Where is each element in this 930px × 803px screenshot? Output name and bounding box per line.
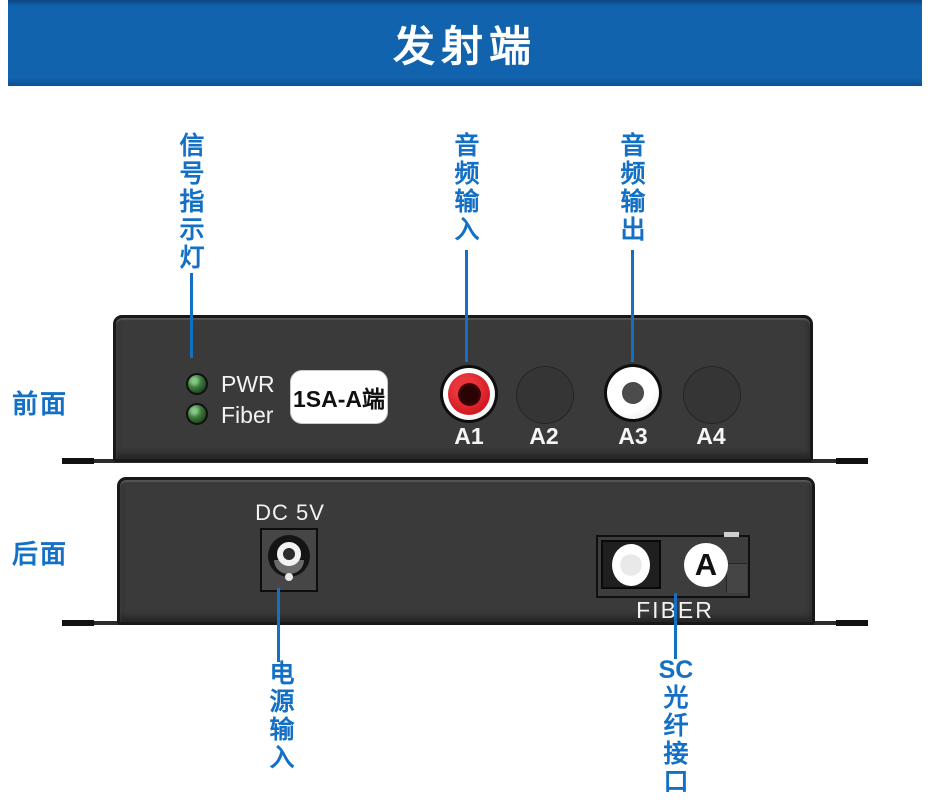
front-side-label: 前面 xyxy=(12,389,69,419)
pwr-led-label: PWR xyxy=(221,371,275,397)
front-panel: PWR Fiber 1SA-A端 A1 A2 A3 A4 xyxy=(113,315,813,462)
fiber-channel-badge: A xyxy=(684,543,728,587)
flange-cap xyxy=(836,458,868,464)
rca-a1-red-ring xyxy=(448,373,490,415)
fiber-port-tab xyxy=(724,532,739,537)
callout-label-power-input: 电源输入 xyxy=(269,660,295,772)
dc-5v-label: DC 5V xyxy=(255,500,325,525)
dc-jack-pin-icon xyxy=(277,542,301,566)
rear-side-label: 后面 xyxy=(12,539,69,569)
leader-line-power-input xyxy=(277,588,280,662)
leader-line-sc-fiber xyxy=(674,593,677,659)
port-label-a4: A4 xyxy=(696,423,726,449)
sc-ferrule-icon xyxy=(612,543,650,586)
callout-label-sc-fiber: SC光纤接口 xyxy=(658,656,694,796)
blank-port-a4 xyxy=(683,366,741,424)
rca-jack-a1 xyxy=(440,365,498,423)
port-label-a3: A3 xyxy=(618,423,648,449)
header-banner: 发射端 xyxy=(8,0,922,86)
fiber-led-label: Fiber xyxy=(221,402,274,428)
rca-a3-hole xyxy=(622,382,644,404)
leader-line-audio-output xyxy=(631,250,634,362)
rca-a1-ring xyxy=(443,368,495,420)
leader-line-audio-input xyxy=(465,250,468,362)
rca-a1-hole xyxy=(457,382,481,406)
flange-cap xyxy=(62,458,94,464)
rca-jack-a3 xyxy=(604,364,662,422)
dc-jack-dot-icon xyxy=(285,573,293,581)
flange-cap xyxy=(62,620,94,626)
fiber-led-icon xyxy=(186,403,208,425)
fiber-port-step xyxy=(726,563,747,593)
sc-connector-frame xyxy=(601,540,661,589)
leader-line-signal-indicator xyxy=(190,273,193,358)
page-title: 发射端 xyxy=(392,22,537,70)
callout-label-audio-output: 音频输出 xyxy=(620,132,646,244)
flange-cap xyxy=(836,620,868,626)
callout-label-signal-indicator: 信号指示灯 xyxy=(179,132,205,272)
fiber-port: A xyxy=(596,532,750,598)
rca-a3-ring xyxy=(607,367,659,419)
dc-jack xyxy=(260,528,318,592)
rear-panel: DC 5V A FIBER xyxy=(117,477,815,625)
blank-port-a2 xyxy=(516,366,574,424)
model-plate: 1SA-A端 xyxy=(290,370,388,424)
port-label-a1: A1 xyxy=(454,423,484,449)
pwr-led-icon xyxy=(186,373,208,395)
fiber-label: FIBER xyxy=(625,597,725,624)
callout-label-audio-input: 音频输入 xyxy=(454,132,480,244)
port-label-a2: A2 xyxy=(529,423,559,449)
